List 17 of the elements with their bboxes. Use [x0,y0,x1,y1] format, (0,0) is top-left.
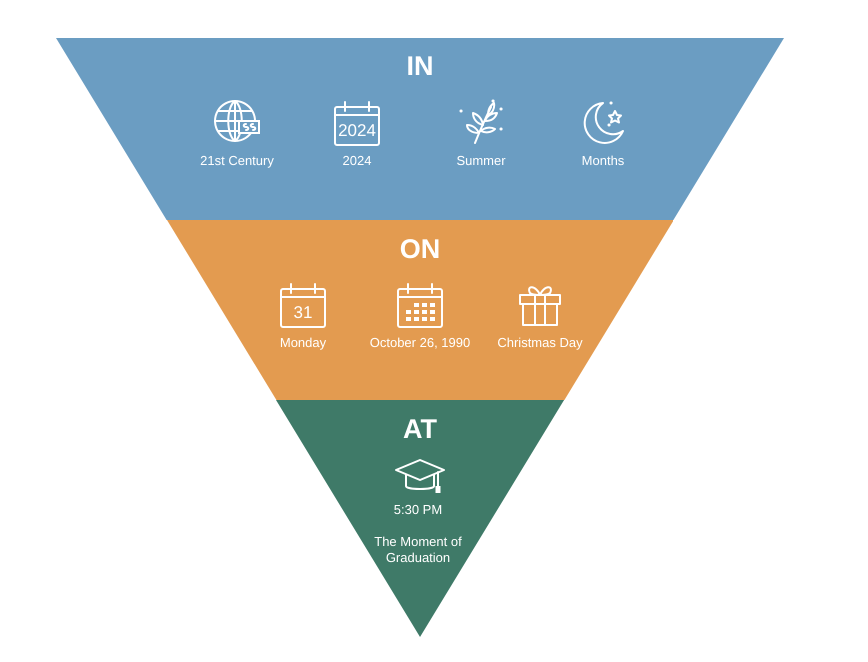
pyramid-level-band [166,220,674,400]
item-caption: 5:30 PM [392,502,444,518]
level-heading: ON [398,233,442,266]
item-caption: 21st Century [199,152,275,170]
level-heading: AT [402,413,438,446]
level-heading: IN [406,50,434,84]
item-caption: Summer [455,152,507,170]
item-caption: Months [580,152,626,170]
icon-date-number: 2024 [337,120,377,142]
pyramid-level-band [276,400,564,637]
pyramid-level-band [56,38,784,220]
icon-date-number: 31 [292,302,314,324]
item-caption: Monday [278,334,328,352]
item-caption: October 26, 1990 [368,334,472,352]
item-caption: 2024 [342,152,372,170]
item-caption: The Moment of Graduation [373,534,463,568]
item-caption: Christmas Day [496,334,584,352]
